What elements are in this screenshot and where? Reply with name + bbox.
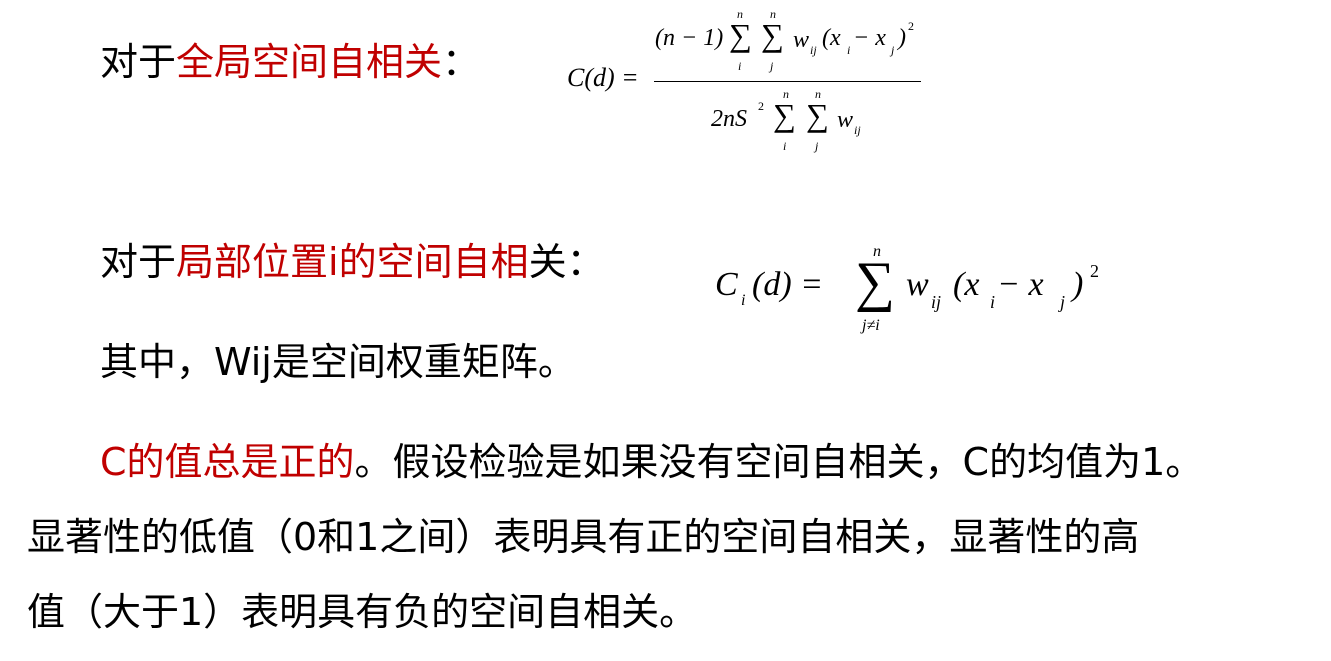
xj-sub: j [891, 43, 895, 57]
x-minus: − x [853, 25, 886, 51]
local-autocorrelation-label: 对于局部位置i的空间自相关： [100, 243, 605, 281]
sum4-upper: n [815, 87, 821, 101]
sum4-lower: j [815, 139, 819, 153]
sum3-lower: i [783, 139, 787, 153]
sum1-upper: n [737, 7, 743, 21]
sum3-upper: n [783, 87, 789, 101]
xi-sub: i [847, 43, 851, 57]
paragraph-line-3: 值（大于1）表明具有负的空间自相关。 [27, 590, 698, 634]
xj-sub: j [1060, 292, 1066, 312]
label-highlight: 局部位置i的空间自相 [176, 240, 529, 284]
sum2-upper: n [770, 7, 776, 21]
label-suffix: 关： [528, 240, 605, 284]
denominator-square: 2 [758, 99, 764, 113]
paragraph-rest: 。假设检验是如果没有空间自相关，C的均值为1。 [354, 440, 1204, 484]
sum-upper: n [873, 243, 881, 260]
weight-ij: ij [810, 43, 817, 57]
x-minus: − x [997, 266, 1044, 303]
x-open: (x [953, 266, 980, 303]
paragraph-line-2: 显著性的低值（0和1之间）表明具有正的空间自相关，显著性的高 [27, 515, 1140, 559]
label-prefix: 对于 [100, 40, 177, 84]
x-open: (x [822, 25, 841, 51]
label-highlight: 全局空间自相关 [176, 40, 443, 84]
formula-c: C [715, 266, 738, 303]
numerator-prefix: (n − 1) [655, 25, 724, 51]
fraction-bar [654, 81, 921, 82]
sum-lower: j≠i [862, 317, 880, 334]
x-close: ) [1072, 266, 1084, 303]
sum2-lower: j [770, 59, 774, 73]
weight-w: w [793, 27, 810, 53]
sum1-lower: i [738, 59, 742, 73]
weight-matrix-note: 其中，Wij是空间权重矩阵。 [100, 340, 576, 384]
weight-w: w [906, 266, 929, 303]
square: 2 [1090, 261, 1099, 281]
formula-lhs: C(d) = [567, 63, 639, 92]
sum-symbol: ∑ [855, 251, 895, 313]
square: 2 [908, 19, 914, 33]
denominator-ij: ij [854, 123, 861, 137]
global-autocorrelation-label: 对于全局空间自相关： [100, 43, 480, 81]
paragraph-highlight: C的值总是正的 [100, 440, 355, 484]
label-prefix: 对于 [100, 240, 177, 284]
sum3-symbol: ∑ [773, 97, 796, 133]
xi-sub: i [990, 292, 996, 312]
x-close: ) [898, 25, 906, 51]
sum1-symbol: ∑ [729, 17, 752, 53]
weight-ij: ij [931, 292, 942, 312]
formula-mid: (d) = [752, 266, 824, 303]
sum2-symbol: ∑ [761, 17, 784, 53]
label-suffix: ： [442, 40, 481, 84]
sum4-symbol: ∑ [806, 97, 829, 133]
paragraph-line-1: C的值总是正的。假设检验是如果没有空间自相关，C的均值为1。 [100, 443, 1203, 481]
denominator-w: w [837, 107, 854, 133]
formula-c-sub: i [741, 292, 746, 309]
denominator-prefix: 2nS [711, 106, 747, 132]
